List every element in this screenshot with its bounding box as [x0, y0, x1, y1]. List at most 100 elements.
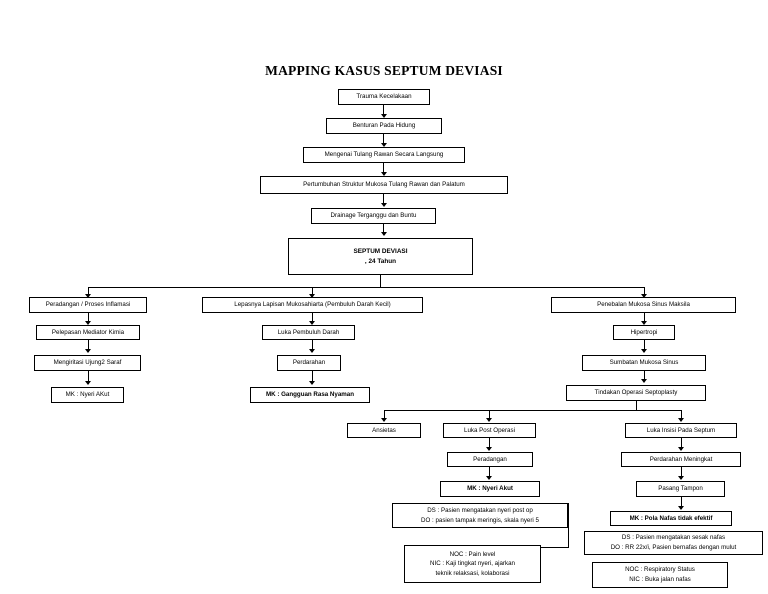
arrowhead	[85, 294, 91, 298]
connector-nyeri-plan-entry	[541, 547, 569, 548]
node-label: Penebalan Mukosa Sinus Maksila	[597, 301, 690, 309]
node-label: Benturan Pada Hidung	[352, 122, 416, 130]
connector-septum-bus	[88, 287, 644, 288]
node-label: MK : Nyeri AKut	[65, 391, 110, 399]
node-luka-pembuluh-darah: Luka Pembuluh Darah	[262, 325, 355, 340]
node-mengenai-tulang-rawan: Mengenai Tulang Rawan Secara Langsung	[303, 147, 465, 163]
arrowhead	[85, 381, 91, 385]
connector-left-1-2	[88, 313, 89, 323]
arrowhead	[678, 476, 684, 480]
connector-post-right-3-4	[681, 497, 682, 509]
node-label: Sumbatan Mukosa Sinus	[609, 359, 679, 367]
node-pelepasan-mediator: Pelepasan Mediator Kimia	[36, 325, 140, 340]
arrowhead	[85, 349, 91, 353]
plan-box-nyeri: NOC : Pain level NIC : Kaji tingkat nyer…	[404, 545, 541, 583]
arrowhead	[641, 379, 647, 383]
node-luka-insisi-pada-septum: Luka Insisi Pada Septum	[625, 423, 737, 438]
connector-post-right-2-3	[681, 467, 682, 479]
node-hipertropi: Hipertropi	[613, 325, 675, 340]
plan-line-nic: NIC : Buka jalan nafas	[629, 576, 691, 583]
plan-line-noc: NOC : Pain level	[449, 550, 496, 558]
node-mk-gangguan-rasa-nyaman: MK : Gangguan Rasa Nyaman	[250, 387, 370, 403]
node-label: Peradangan	[473, 455, 507, 463]
connector-drainage-septum	[383, 224, 384, 235]
arrowhead	[641, 294, 647, 298]
node-label: Hipertropi	[630, 328, 658, 336]
plan-line-nic-2: teknik relaksasi, kolaborasi	[435, 569, 510, 577]
connector-post-mid-2-3	[489, 467, 490, 479]
arrowhead	[641, 321, 647, 325]
arrowhead	[85, 321, 91, 325]
arrowhead	[641, 349, 647, 353]
arrowhead	[486, 447, 492, 451]
plan-line-noc: NOC : Respiratory Status	[625, 566, 695, 574]
connector-bus-to-luka-post	[489, 410, 490, 420]
connector-pertumbuhan-drainage	[383, 194, 384, 205]
node-label: Drainage Terganggu dan Buntu	[330, 212, 417, 220]
arrowhead	[309, 381, 315, 385]
connector-bus-to-right	[644, 287, 645, 296]
node-label: Luka Post Operasi	[464, 426, 515, 434]
node-pasang-tampon: Pasang Tampon	[636, 481, 725, 497]
arrowhead	[381, 203, 387, 207]
arrowhead	[678, 506, 684, 510]
node-label: MK : Nyeri Akut	[467, 485, 513, 493]
page-title: MAPPING KASUS SEPTUM DEVIASI	[265, 63, 503, 78]
assessment-line-do: DO : pasien tampak meringis, skala nyeri…	[421, 516, 539, 524]
arrowhead	[678, 447, 684, 451]
arrowhead	[309, 349, 315, 353]
node-label: MK : Pola Nafas tidak efektif	[629, 514, 713, 522]
connector-left-2-3	[88, 340, 89, 352]
arrowhead	[486, 476, 492, 480]
connector-right-3-4	[644, 371, 645, 381]
assessment-box-nafas: DS : Pasien mengatakan sesak nafas DO : …	[584, 531, 763, 555]
node-label: Luka Insisi Pada Septum	[646, 426, 716, 434]
assessment-box-nyeri: DS : Pasien mengatakan nyeri post op DO …	[392, 503, 568, 528]
connector-septoplasty-bus	[384, 410, 681, 411]
node-mk-pola-nafas-tidak-efektif: MK : Pola Nafas tidak efektif	[610, 511, 732, 526]
node-label: Lepasnya Lapisan Mukosahiarta (Pembuluh …	[234, 301, 391, 309]
node-label: Tindakan Operasi Septoplasty	[594, 389, 678, 397]
arrowhead	[486, 418, 492, 422]
node-peradangan-post-op: Peradangan	[447, 452, 533, 467]
connector-trauma-benturan	[383, 105, 384, 116]
connector-benturan-mengenai	[383, 134, 384, 145]
node-tindakan-operasi-septoplasty: Tindakan Operasi Septoplasty	[566, 385, 706, 401]
node-sumbatan-mukosa-sinus: Sumbatan Mukosa Sinus	[582, 355, 706, 371]
node-label: Pasang Tampon	[658, 485, 703, 493]
node-perdarahan-meningkat: Perdarahan Meningkat	[621, 452, 741, 467]
node-label: Perdarahan Meningkat	[649, 455, 713, 463]
connector-septum-bus-stem	[380, 275, 381, 287]
arrowhead	[381, 172, 387, 176]
arrowhead	[381, 232, 387, 236]
node-septum-deviasi: SEPTUM DEVIASI , 24 Tahun	[288, 238, 473, 275]
arrowhead	[309, 321, 315, 325]
arrowhead	[381, 418, 387, 422]
node-peradangan-inflamasi: Peradangan / Proses Inflamasi	[29, 297, 147, 313]
node-drainage-terganggu: Drainage Terganggu dan Buntu	[311, 208, 436, 224]
node-mk-nyeri-akut-kiri: MK : Nyeri AKut	[51, 387, 124, 403]
node-lepasnya-lapisan-mukosa: Lepasnya Lapisan Mukosahiarta (Pembuluh …	[202, 297, 423, 313]
connector-bus-to-luka-insisi	[681, 410, 682, 420]
plan-box-nafas: NOC : Respiratory Status NIC : Buka jala…	[592, 562, 728, 588]
node-luka-post-operasi: Luka Post Operasi	[443, 423, 536, 438]
plan-line-nic-1: NIC : Kaji tingkat nyeri, ajarkan	[430, 560, 515, 568]
connector-bus-to-middle	[312, 287, 313, 296]
node-mk-nyeri-akut-post-op: MK : Nyeri Akut	[440, 481, 540, 497]
node-ansietas: Ansietas	[347, 423, 421, 438]
connector-middle-2-3	[312, 340, 313, 352]
arrowhead	[678, 418, 684, 422]
node-label: Pelepasan Mediator Kimia	[51, 328, 125, 336]
connector-post-mid-1-2	[489, 438, 490, 450]
node-label: Luka Pembuluh Darah	[277, 328, 340, 336]
connector-septoplasty-stem	[636, 401, 637, 410]
connector-middle-3-4	[312, 371, 313, 384]
node-label: MK : Gangguan Rasa Nyaman	[265, 391, 355, 399]
node-pertumbuhan-struktur: Pertumbuhan Struktur Mukosa Tulang Rawan…	[260, 176, 508, 194]
arrowhead	[309, 294, 315, 298]
connector-right-1-2	[644, 313, 645, 323]
assessment-line-ds: DS : Pasien mengatakan sesak nafas	[621, 534, 726, 542]
connector-right-2-3	[644, 340, 645, 352]
connector-bus-to-left	[88, 287, 89, 296]
